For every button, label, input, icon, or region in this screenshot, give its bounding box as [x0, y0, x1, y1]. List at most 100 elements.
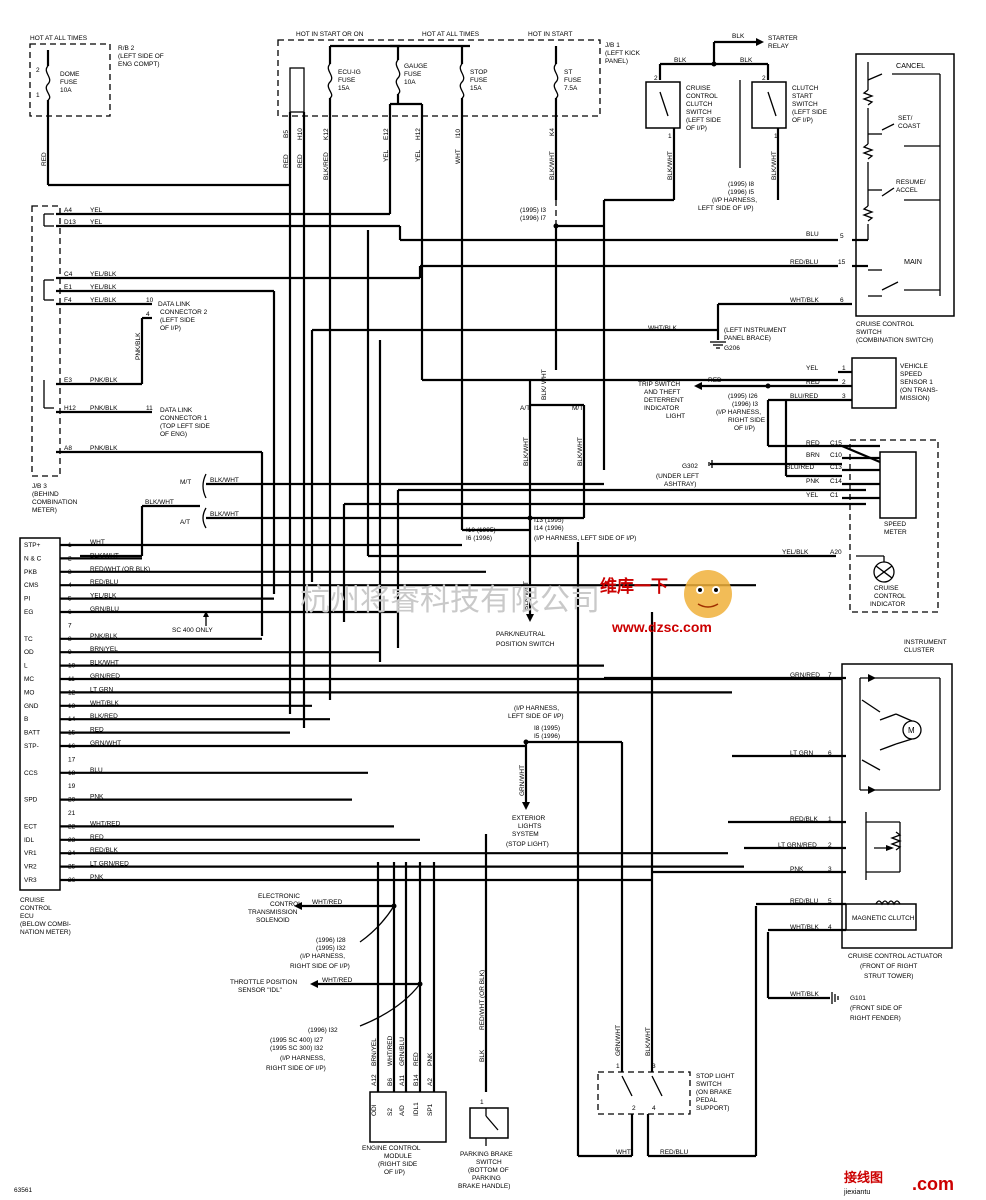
cluster-wire-color: YEL [806, 492, 819, 499]
parking-brake-switch-box [469, 1107, 509, 1139]
wire-label: WHT/BLK [648, 325, 678, 332]
cluster-pin: C1 [830, 492, 839, 499]
wire-label: RED/BLU [790, 259, 818, 266]
wire-label: RED [297, 154, 304, 168]
wire-label: YEL [383, 149, 390, 162]
indicator-label: CRUISE [874, 585, 899, 592]
ecu-pin-number: 17 [68, 756, 76, 763]
ecu-wire-runs [260, 185, 866, 728]
ecm-label: (RIGHT SIDE [378, 1161, 418, 1168]
trip-switch-label: INDICATOR [644, 405, 679, 412]
jb3-pin-e3: E3 PNK/BLK [56, 377, 142, 386]
mid-section: BLK/ WHT A/T M/T BLK/WHT BLK/WHT I10 (19… [466, 369, 636, 848]
trip-switch-label: DETERRENT [644, 397, 684, 404]
speedometer-label: SPEED [884, 521, 906, 528]
clutch-start-switch-label: (LEFT SIDE [792, 109, 828, 116]
combo-switch-label: (COMBINATION SWITCH) [856, 337, 933, 344]
wire-label: WHT [616, 1149, 631, 1156]
set-coast-label: SET/ [898, 115, 913, 122]
jb3-pin-f4: F4 YEL/BLK [56, 297, 152, 306]
wire-label: BLK/WHT [523, 437, 530, 466]
rb2-label: R/B 2 [118, 45, 135, 52]
selector-bracket [202, 473, 207, 529]
ecu-box [19, 537, 61, 891]
pin-label: 1 [842, 365, 846, 372]
wire-label: BLK [479, 1049, 486, 1062]
hot-at-all-times-mid: HOT AT ALL TIMES [422, 31, 480, 38]
pin-label: 2 [36, 67, 40, 74]
position-sensor [890, 831, 902, 851]
ecu-pin-number: 21 [68, 810, 76, 817]
stop-fuse-label: 15A [470, 85, 482, 92]
starter-relay-label: STARTER [768, 35, 798, 42]
actuator-wire-color: GRN/RED [790, 672, 820, 679]
wire-label: BLK/WHT [645, 1027, 652, 1056]
actuator-pin: 5 [828, 898, 832, 905]
ecm-wire-color: PNK [427, 1052, 434, 1066]
ecu-wire-color: BLK/RED [90, 713, 118, 720]
resistor [862, 143, 874, 160]
ecm-terminal-label: SP1 [427, 1103, 434, 1116]
wire-label: YEL/BLK [782, 549, 809, 556]
cc-clutch-switch-label: CRUISE [686, 85, 711, 92]
pin-label: 4 [652, 1105, 656, 1112]
wire-label: RED/WHT (OR BLK) [479, 970, 486, 1030]
ecm-pin-label: B6 [387, 1078, 394, 1086]
conn-e12: E12 [383, 128, 390, 140]
pin-label: H12 [64, 405, 76, 412]
wire-label: YEL [90, 219, 103, 226]
vss-label: SENSOR 1 [900, 379, 933, 386]
cluster-wire-color: RED [806, 440, 820, 447]
wire-label: BLK/WHT [210, 511, 239, 518]
vss-box [851, 357, 897, 409]
at-label: A/T [520, 405, 530, 412]
ecu-wire-color: GRN/BLU [90, 606, 119, 613]
wire-label: GRN/WHT [519, 765, 526, 796]
lower-section: WHT/RED ELECTRONIC CONTROL TRANSMISSION … [230, 542, 758, 1190]
wire-label: BLK/WHT [667, 151, 674, 180]
actuator-wire-color: WHT/BLK [790, 924, 820, 931]
stop-light-switch-label: SUPPORT) [696, 1105, 729, 1112]
harness-note: (1996) I32 [308, 1027, 338, 1034]
pin-label: 1 [616, 1063, 620, 1070]
ext-lights-label: LIGHTS [518, 823, 542, 830]
wire-label: BLK [732, 33, 745, 40]
ecu-terminal-label: N & C [24, 555, 42, 562]
dome-fuse-symbol [45, 65, 51, 101]
dlc2-label: DATA LINK [158, 301, 191, 308]
g302-label: ASHTRAY) [664, 481, 696, 488]
ecm-terminal-label: IDL1 [413, 1102, 420, 1116]
ecu-label: CRUISE [20, 897, 45, 904]
harness-note: (1995) I8 [728, 181, 754, 188]
harness-note: (I/P HARNESS, [280, 1055, 325, 1062]
ecu-fuse-label: ECU-IG [338, 69, 361, 76]
stop-light-switch-label: SWITCH [696, 1081, 722, 1088]
ecu-label: ECU [20, 913, 34, 920]
actuator-pin: 2 [828, 842, 832, 849]
actuator-wire-color: RED/BLK [790, 816, 818, 823]
ecu-fuse-label: FUSE [338, 77, 356, 84]
rb2-label: (LEFT SIDE OF [118, 53, 164, 60]
speedometer-label: METER [884, 529, 907, 536]
st-fuse-symbol [553, 63, 559, 99]
harness-note: LEFT SIDE OF I/P) [508, 713, 564, 720]
conn-h12: H12 [415, 128, 422, 140]
wire-label: PNK/BLK [90, 405, 118, 412]
jb3-pin-d13: D13 YEL [56, 219, 400, 228]
harness-note: (1995 SC 400) I27 [270, 1037, 324, 1044]
ecu-wire-color: BLU [90, 767, 103, 774]
ecm-label: MODULE [384, 1153, 412, 1160]
wire-label: WHT [455, 149, 462, 164]
magnetic-clutch-label: MAGNETIC CLUTCH [852, 915, 915, 922]
ecu-label: (BELOW COMBI- [20, 921, 71, 928]
resistor [862, 89, 874, 106]
harness-note: OF I/P) [734, 425, 755, 432]
gauge-fuse-label: GAUGE [404, 63, 428, 70]
ecm-pin-label: A11 [399, 1075, 406, 1086]
ecu-terminal-label: SPD [24, 797, 38, 804]
harness-note: RIGHT SIDE [728, 417, 766, 424]
wire-label: BLK/WHT [577, 437, 584, 466]
jb1-label: PANEL) [605, 58, 628, 65]
ext-lights-label: (STOP LIGHT) [506, 841, 549, 848]
g206-label: (LEFT INSTRUMENT [724, 327, 786, 334]
